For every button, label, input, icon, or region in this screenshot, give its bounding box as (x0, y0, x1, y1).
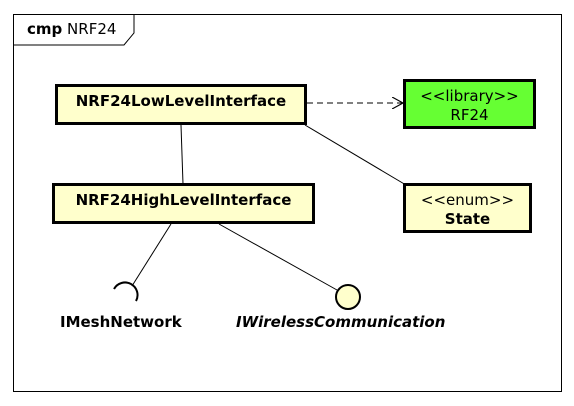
component-nrf24-lowlevel[interactable]: NRF24LowLevelInterface (55, 84, 307, 125)
required-interface-socket (113, 281, 139, 302)
component-rf24-library[interactable]: <<library>> RF24 (403, 79, 536, 129)
association-lowlevel-highlevel (180, 124, 184, 185)
required-interface-connector (131, 223, 172, 287)
component-name: NRF24LowLevelInterface (75, 92, 287, 110)
frame-tab-outline (14, 15, 135, 46)
component-name: RF24 (450, 106, 489, 124)
enum-stereotype: <<enum>> (420, 191, 515, 209)
enum-name: State (444, 210, 491, 228)
frame-name: NRF24 (67, 20, 117, 38)
association-lowlevel-state (304, 124, 407, 186)
enum-state[interactable]: <<enum>> State (403, 183, 532, 233)
provided-interface-label: IWirelessCommunication (236, 313, 446, 331)
component-stereotype: <<library>> (420, 87, 519, 105)
frame-keyword: cmp (27, 20, 63, 38)
diagram-frame (13, 14, 562, 392)
provided-interface-connector (218, 223, 338, 291)
provided-interface-lollipop (335, 284, 361, 310)
required-interface-label: IMeshNetwork (60, 313, 182, 331)
component-name: NRF24HighLevelInterface (75, 191, 292, 209)
component-nrf24-highlevel[interactable]: NRF24HighLevelInterface (52, 183, 315, 224)
frame-title: cmp NRF24 (14, 15, 116, 44)
